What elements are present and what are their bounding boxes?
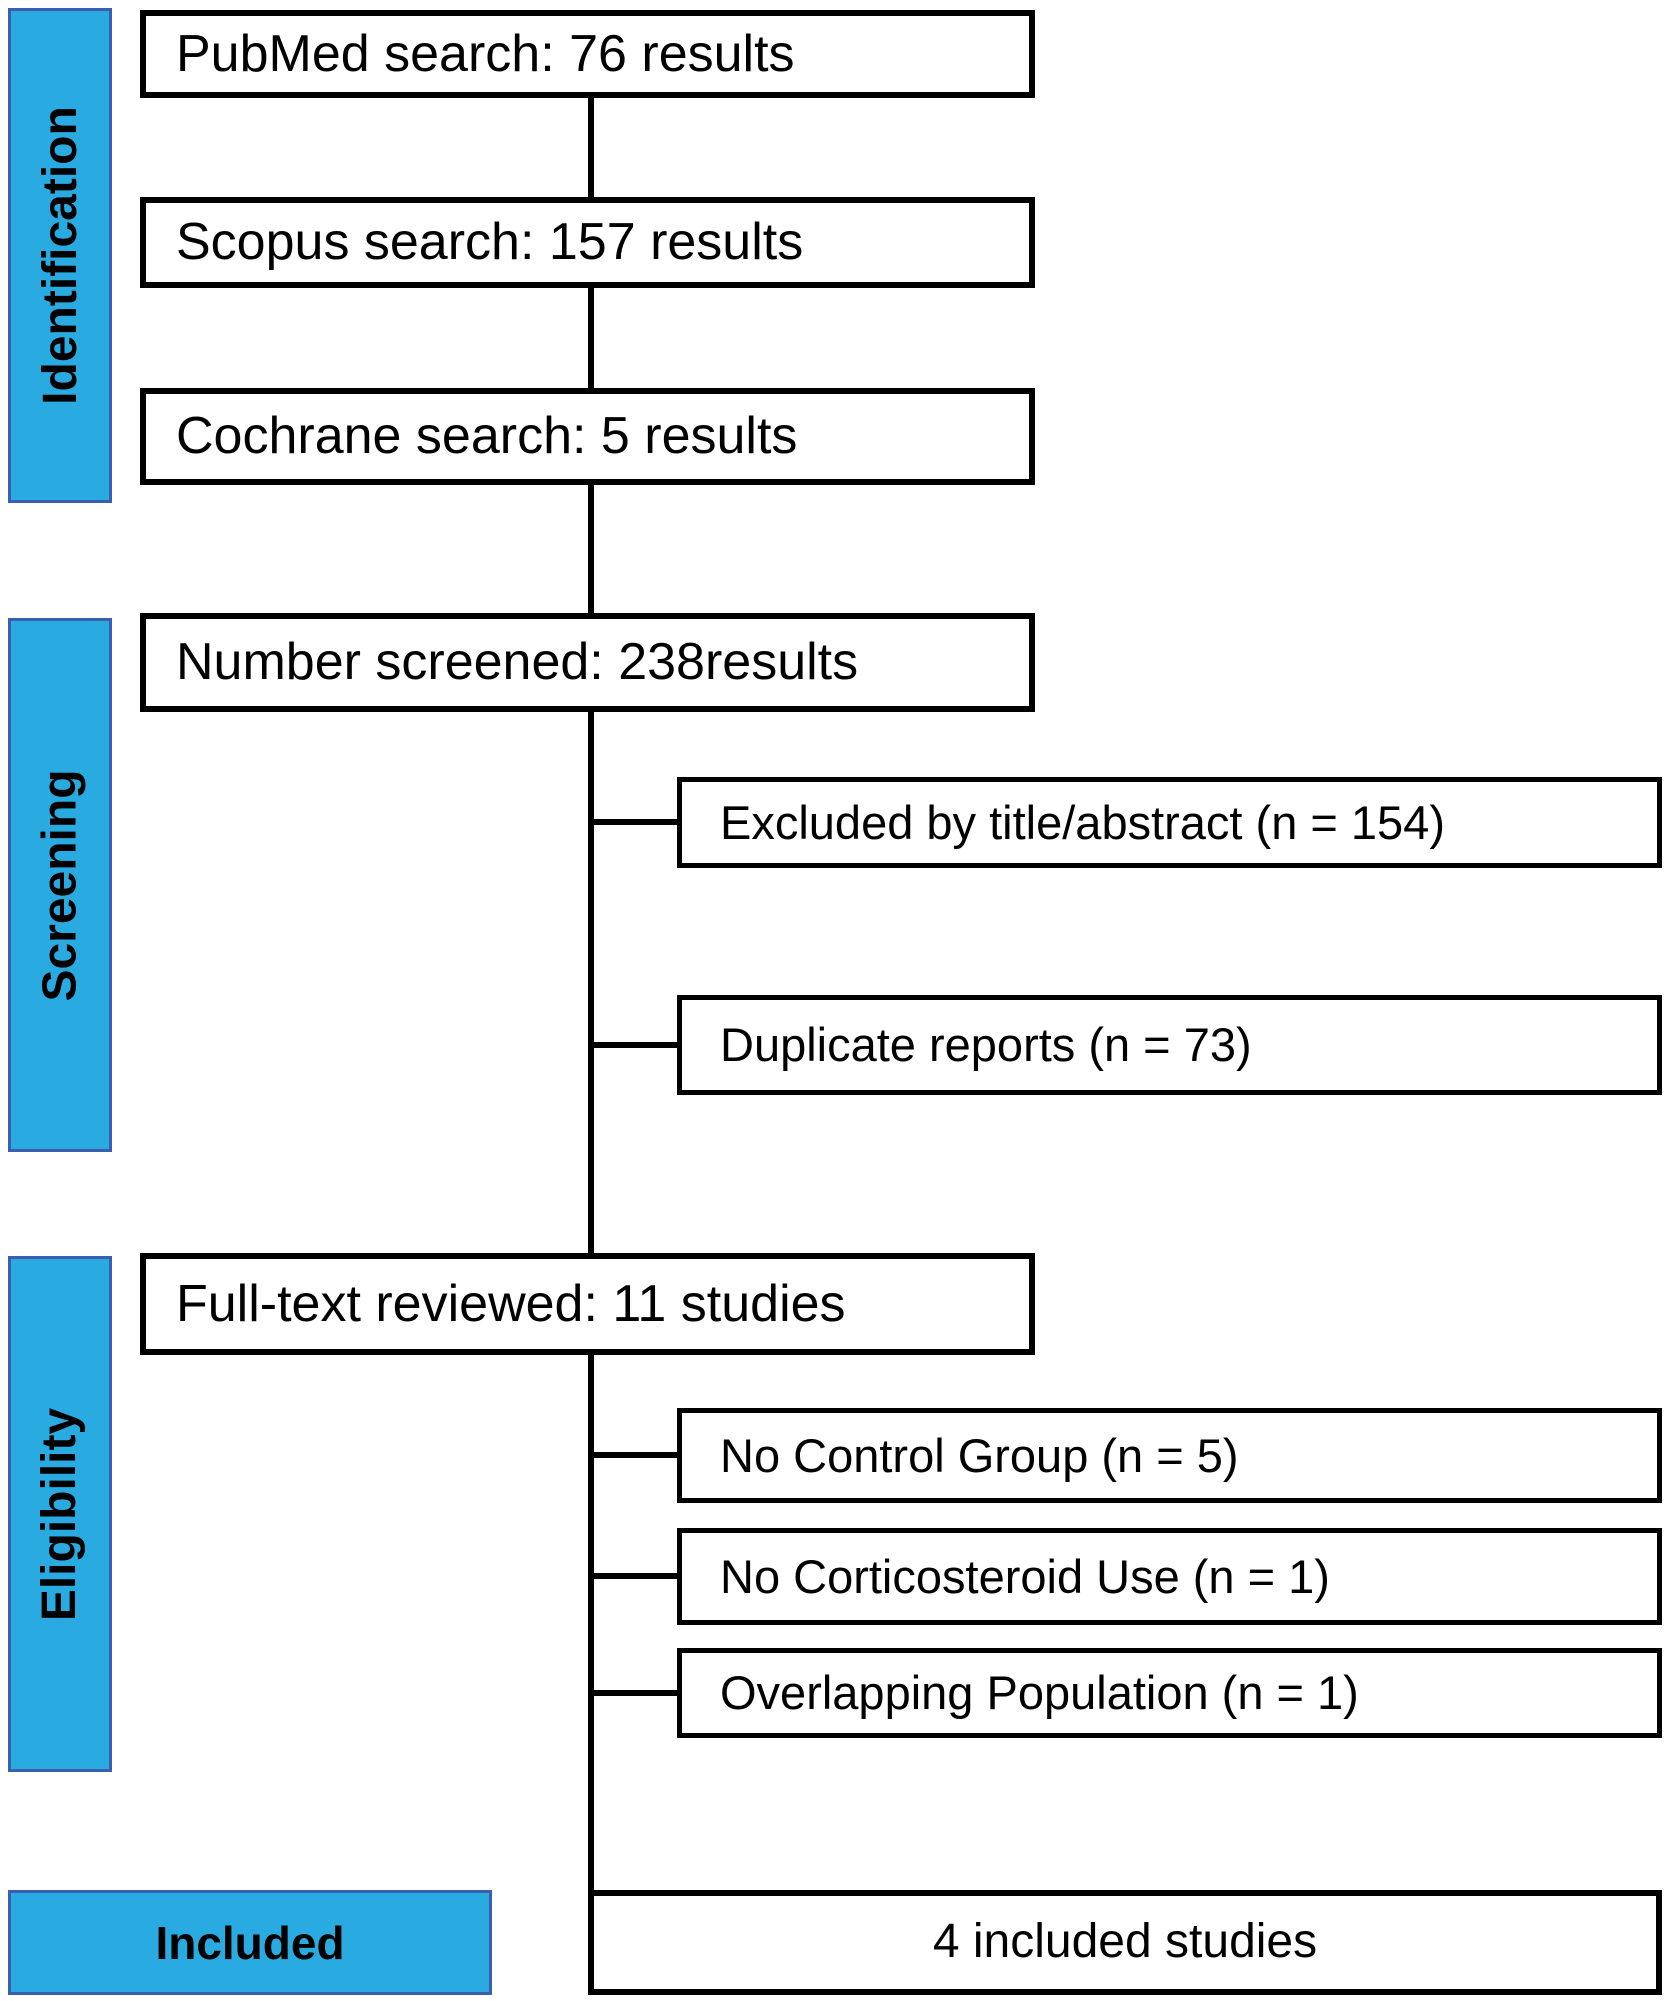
connector-branch-excluded bbox=[590, 819, 682, 825]
box-included-studies: 4 included studies bbox=[588, 1890, 1662, 1995]
stage-label-eligibility: Eligibility bbox=[33, 1407, 87, 1621]
connector-branch-no-control bbox=[590, 1452, 682, 1458]
box-duplicate-reports-label: Duplicate reports (n = 73) bbox=[720, 1018, 1252, 1072]
stage-bar-screening: Screening bbox=[8, 618, 112, 1152]
stage-label-included: Included bbox=[155, 1916, 345, 1969]
box-no-corticosteroid-use-label: No Corticosteroid Use (n = 1) bbox=[720, 1549, 1330, 1603]
stage-bar-identification: Identification bbox=[8, 8, 112, 503]
box-no-corticosteroid-use: No Corticosteroid Use (n = 1) bbox=[677, 1528, 1662, 1625]
box-pubmed-search: PubMed search: 76 results bbox=[140, 10, 1035, 98]
connector-branch-no-corticosteroid bbox=[590, 1573, 682, 1579]
stage-bar-included: Included bbox=[8, 1890, 492, 1995]
connector-branch-duplicates bbox=[590, 1042, 682, 1048]
box-cochrane-search-label: Cochrane search: 5 results bbox=[176, 407, 798, 466]
box-duplicate-reports: Duplicate reports (n = 73) bbox=[677, 995, 1662, 1095]
box-cochrane-search: Cochrane search: 5 results bbox=[140, 388, 1035, 485]
box-number-screened-label: Number screened: 238results bbox=[176, 633, 859, 692]
box-scopus-search-label: Scopus search: 157 results bbox=[176, 213, 804, 272]
box-fulltext-reviewed: Full-text reviewed: 11 studies bbox=[140, 1253, 1035, 1355]
stage-label-identification: Identification bbox=[33, 106, 87, 405]
stage-bar-eligibility: Eligibility bbox=[8, 1256, 112, 1772]
connector-spine bbox=[588, 98, 594, 1890]
box-no-control-group-label: No Control Group (n = 5) bbox=[720, 1428, 1239, 1482]
box-excluded-title-abstract-label: Excluded by title/abstract (n = 154) bbox=[720, 795, 1445, 849]
stage-label-screening: Screening bbox=[33, 768, 87, 1002]
box-overlapping-population: Overlapping Population (n = 1) bbox=[677, 1648, 1662, 1738]
box-scopus-search: Scopus search: 157 results bbox=[140, 197, 1035, 288]
box-excluded-title-abstract: Excluded by title/abstract (n = 154) bbox=[677, 777, 1662, 868]
box-pubmed-search-label: PubMed search: 76 results bbox=[176, 24, 795, 83]
box-overlapping-population-label: Overlapping Population (n = 1) bbox=[720, 1666, 1359, 1720]
box-no-control-group: No Control Group (n = 5) bbox=[677, 1408, 1662, 1503]
box-number-screened: Number screened: 238results bbox=[140, 613, 1035, 712]
connector-branch-overlapping bbox=[590, 1690, 682, 1696]
box-fulltext-reviewed-label: Full-text reviewed: 11 studies bbox=[176, 1274, 846, 1333]
box-included-studies-label: 4 included studies bbox=[932, 1915, 1318, 1969]
